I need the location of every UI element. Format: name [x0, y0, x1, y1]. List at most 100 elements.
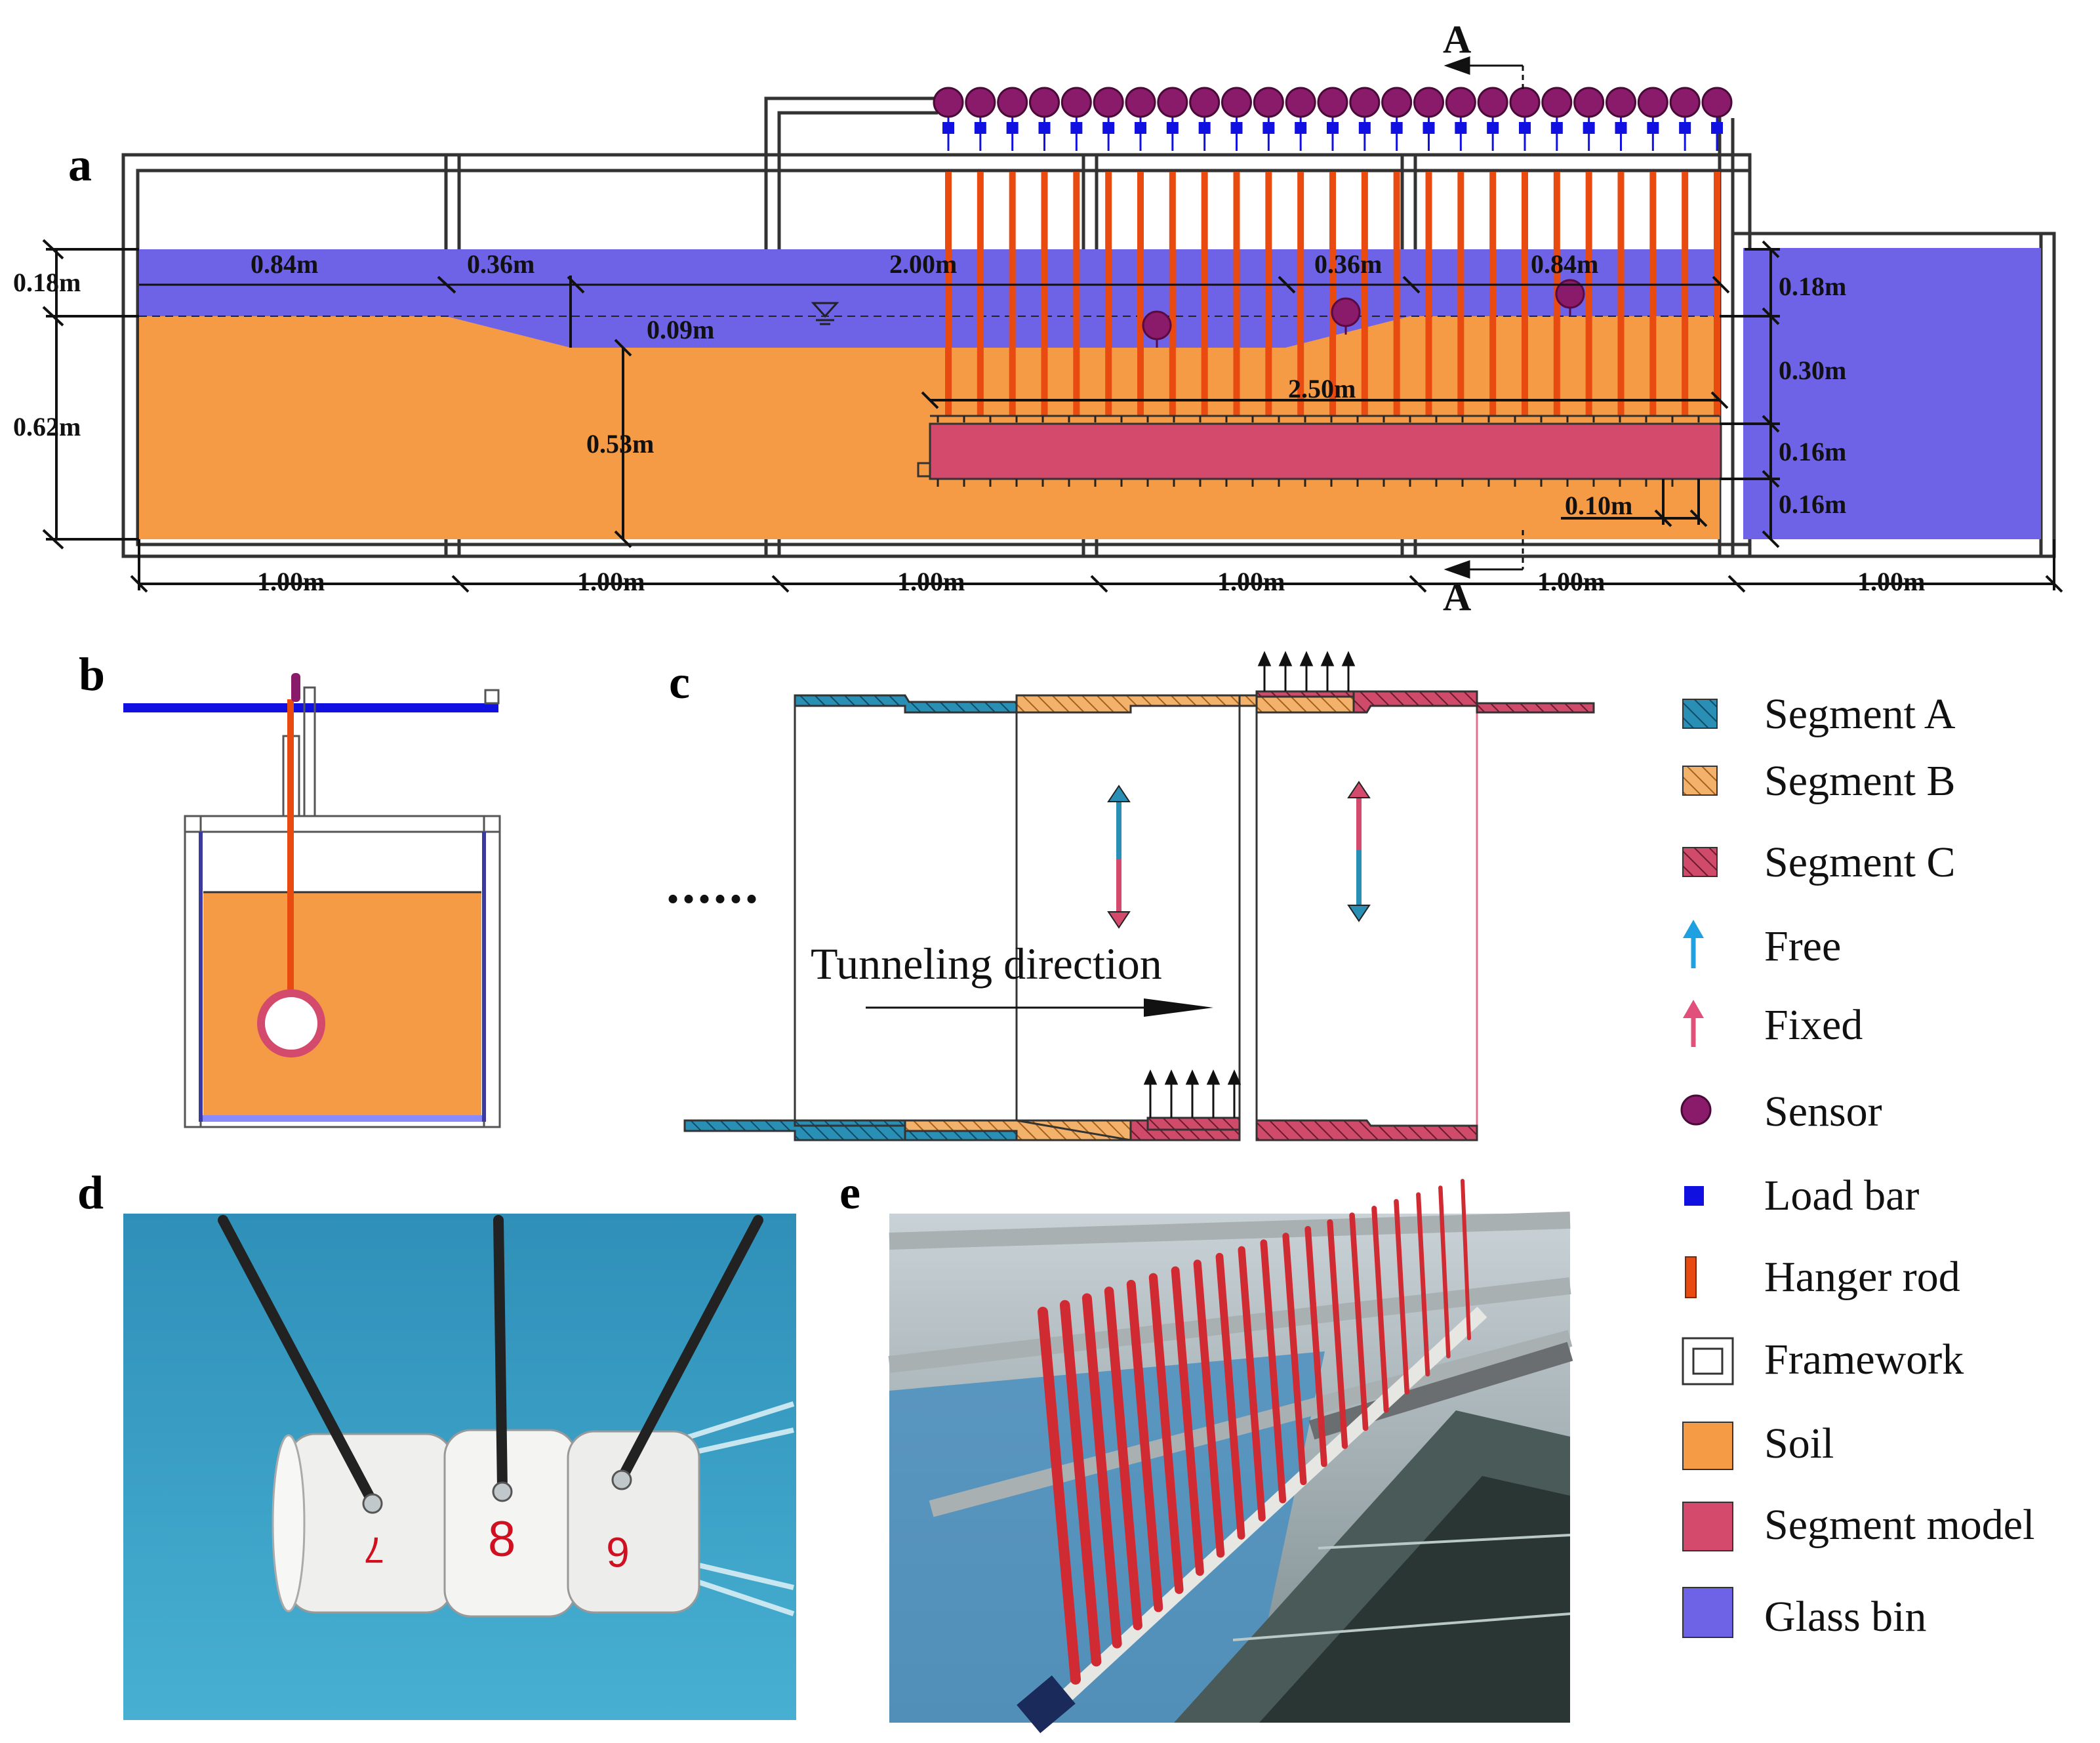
- hanger-rod: [1233, 172, 1240, 416]
- dim-right-0-30: 0.30m: [1779, 356, 1846, 385]
- sensor: [1477, 87, 1508, 118]
- legend-segment-model: Segment model: [1682, 1501, 2034, 1551]
- load-bar: [1038, 122, 1051, 134]
- segment-model-tunnel: [929, 422, 1722, 480]
- hanger-rod: [1041, 172, 1048, 416]
- load-bar: [1070, 122, 1083, 134]
- load-bar: [942, 122, 954, 134]
- legend-segment-b: Segment B: [1682, 757, 1956, 805]
- photo-hanger-rod: [1260, 1239, 1287, 1504]
- dim-0-53: 0.53m: [586, 429, 654, 459]
- svg-text:Fixed: Fixed: [1764, 1001, 1863, 1049]
- photo-hanger-rod: [1371, 1206, 1389, 1413]
- sensor: [1285, 87, 1316, 118]
- load-bar: [1550, 122, 1563, 134]
- photo-hanger-rod: [1349, 1212, 1369, 1431]
- photo-hanger-rod: [1148, 1273, 1184, 1594]
- svg-text:Segment C: Segment C: [1764, 838, 1956, 886]
- svg-text:Hanger rod: Hanger rod: [1764, 1253, 1960, 1301]
- b-hanger-rod: [287, 699, 294, 995]
- panel-b: b: [79, 648, 501, 1128]
- photo-e: [888, 1179, 1573, 1733]
- section-label-top: A: [1443, 18, 1471, 61]
- panel-a: a: [13, 18, 2063, 619]
- hanger-rod: [1649, 172, 1657, 416]
- photo-d-number-2: 8: [488, 1511, 515, 1567]
- photo-d: 7 8 6: [123, 1214, 796, 1720]
- photo-hanger-rod: [1394, 1199, 1410, 1395]
- water-level-icon: [811, 302, 839, 325]
- sensor: [1221, 87, 1252, 118]
- legend-load-bar: Load bar: [1684, 1172, 1919, 1220]
- dim-left-0-62: 0.62m: [13, 412, 81, 441]
- svg-text:Load bar: Load bar: [1764, 1172, 1919, 1220]
- dimension-lines: [42, 239, 2063, 593]
- sensor: [1509, 87, 1541, 118]
- hanger-rod: [1682, 172, 1689, 416]
- svg-text:Sensor: Sensor: [1764, 1088, 1882, 1136]
- load-bar: [1390, 122, 1403, 134]
- photo-d-number-1: 7: [364, 1530, 384, 1571]
- sensor: [1060, 87, 1092, 118]
- panel-c: c: [666, 651, 1595, 1141]
- dim-2-00: 2.00m: [889, 249, 957, 279]
- c-top-lining: [794, 690, 1595, 714]
- legend: Segment A Segment B Segment C Free Fixed…: [1680, 690, 2034, 1641]
- legend-sensor: Sensor: [1680, 1088, 1882, 1136]
- photo-hanger-rod: [1193, 1260, 1225, 1558]
- tunnel-ticks: [937, 416, 1700, 487]
- hanger-rod: [1617, 172, 1625, 416]
- panel-e: e: [839, 1166, 1573, 1733]
- photo-hanger-rod: [1215, 1252, 1245, 1540]
- section-marker: [1444, 56, 1524, 579]
- sensor: [1189, 87, 1221, 118]
- photo-d-number-3: 6: [606, 1528, 630, 1576]
- sensor: [1573, 87, 1605, 118]
- dim-bottom-4: 1.00m: [1217, 567, 1285, 596]
- load-bar: [1102, 122, 1115, 134]
- sensor: [1413, 87, 1444, 118]
- hanger-rod: [1457, 172, 1464, 416]
- load-bar: [1230, 122, 1243, 134]
- legend-framework: Framework: [1682, 1336, 1964, 1385]
- section-label-bottom: A: [1443, 575, 1471, 619]
- c-double-arrow-left: [1107, 785, 1131, 929]
- hanger-rod: [1073, 172, 1080, 416]
- hanger-rod: [1009, 172, 1016, 416]
- load-bar: [1198, 122, 1211, 134]
- c-outline: [794, 705, 1478, 1140]
- hanger-rod: [1297, 172, 1304, 416]
- legend-fixed: Fixed: [1683, 1000, 1863, 1049]
- load-bar: [1615, 122, 1627, 134]
- dim-right-0-18: 0.18m: [1779, 272, 1846, 301]
- hanger-rod: [1361, 172, 1368, 416]
- load-bar: [1711, 122, 1723, 134]
- top-sensors: [933, 87, 1733, 118]
- photo-hanger-rod: [1438, 1185, 1451, 1359]
- photo-hanger-rod: [1416, 1192, 1430, 1377]
- sensor: [1157, 87, 1188, 118]
- photo-hanger-rod: [1461, 1179, 1471, 1340]
- hanger-rod: [1522, 172, 1528, 416]
- svg-text:Free: Free: [1764, 922, 1841, 970]
- sensor: [1669, 87, 1701, 118]
- dim-bottom-6: 1.00m: [1857, 567, 1925, 596]
- dim-0-84: 0.84m: [251, 249, 318, 279]
- b-sensor: [291, 673, 300, 702]
- dim-0-10: 0.10m: [1565, 491, 1632, 520]
- sensor: [1349, 87, 1381, 118]
- legend-segment-a: Segment A: [1682, 690, 1956, 738]
- load-bar: [1423, 122, 1435, 134]
- hanger-rod: [1585, 172, 1592, 416]
- sensor: [1701, 87, 1733, 118]
- sensor: [933, 87, 964, 118]
- svg-text:Framework: Framework: [1764, 1336, 1964, 1384]
- sensor: [965, 87, 996, 118]
- sensor: [1637, 87, 1668, 118]
- panel-a-label: a: [68, 138, 92, 191]
- legend-segment-c: Segment C: [1682, 838, 1956, 886]
- sensor: [1541, 87, 1573, 118]
- dim-0-36b: 0.36m: [1314, 249, 1382, 279]
- photo-hanger-rod: [1104, 1286, 1142, 1631]
